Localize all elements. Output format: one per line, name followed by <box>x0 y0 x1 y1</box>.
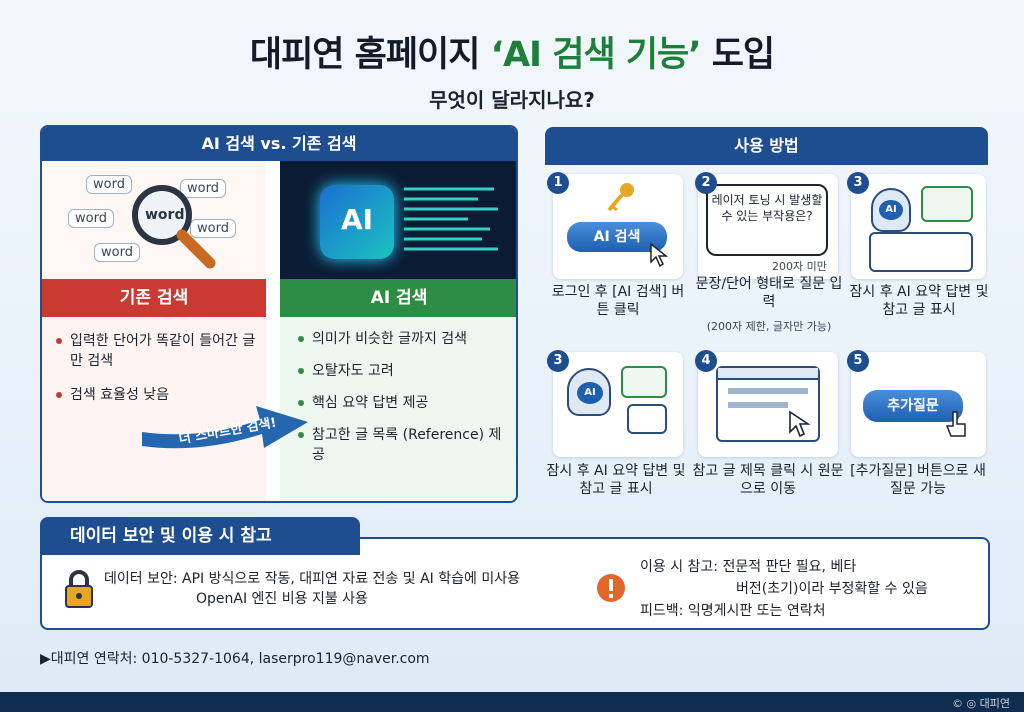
title-highlight: ‘AI 검색 기능’ <box>490 35 702 75</box>
browser-window-icon <box>716 366 820 442</box>
chat-bubble-icon <box>621 366 667 398</box>
comparison-header: AI 검색 vs. 기존 검색 <box>42 127 516 161</box>
list-item: 검색 효율성 낮음 <box>56 385 256 405</box>
cursor-icon <box>789 410 811 438</box>
old-search-list: 입력한 단어가 똑같이 들어간 글만 검색 검색 효율성 낮음 <box>56 331 256 419</box>
follow-up-button[interactable]: 추가질문 <box>863 390 963 422</box>
bottom-bar <box>0 692 1024 712</box>
page-title: 대피연 홈페이지 ‘AI 검색 기능’ 도입 <box>0 26 1024 77</box>
old-search-illustration: word word word word word word <box>42 161 266 279</box>
step-number: 3 <box>847 172 869 194</box>
ai-head-chip: AI <box>577 382 603 404</box>
ai-head-icon: AI <box>871 188 911 232</box>
usage-note-text-2: 버전(초기)이라 부정확할 수 있음 <box>736 581 928 597</box>
feedback-text: 익명게시판 또는 연락처 <box>687 603 826 619</box>
notice-header: 데이터 보안 및 이용 시 참고 <box>40 517 360 555</box>
word-chip: word <box>180 179 226 198</box>
code-lines-icon <box>404 187 498 251</box>
question-bubble-text: 레이저 토닝 시 발생할 수 있는 부작용은? <box>711 193 823 223</box>
step-caption: 잠시 후 AI 요약 답변 및 참고 글 표시 <box>849 284 989 318</box>
answer-box-icon <box>869 232 973 272</box>
step-card-3: AI <box>851 174 986 279</box>
word-chip-center: word <box>145 207 185 223</box>
key-icon <box>607 183 634 212</box>
ai-chip-icon: AI <box>320 185 394 259</box>
ai-search-title: AI 검색 <box>280 279 516 317</box>
step-card-4 <box>698 352 838 457</box>
security-text-1: API 방식으로 작동, 대피연 자료 전송 및 AI 학습에 미사용 <box>182 571 520 587</box>
warning-icon <box>597 574 625 602</box>
ai-search-button[interactable]: AI 검색 <box>567 222 667 252</box>
step-card-1: AI 검색 <box>553 174 683 279</box>
list-item: 오탈자도 고려 <box>298 361 513 381</box>
security-line-1: 데이터 보안: API 방식으로 작동, 대피연 자료 전송 및 AI 학습에 … <box>104 569 520 589</box>
question-bubble: 레이저 토닝 시 발생할 수 있는 부작용은? <box>706 184 828 256</box>
step-number: 4 <box>695 350 717 372</box>
step-card-2: 레이저 토닝 시 발생할 수 있는 부작용은? 200자 미만 <box>698 174 838 279</box>
feedback-line: 피드백: 익명게시판 또는 연락처 <box>640 601 826 621</box>
char-limit-note: 200자 미만 <box>772 260 827 273</box>
step-caption: 참고 글 제목 클릭 시 원문으로 이동 <box>692 463 844 497</box>
step-number: 1 <box>547 172 569 194</box>
ai-search-list: 의미가 비슷한 글까지 검색 오탈자도 고려 핵심 요약 답변 제공 참고한 글… <box>298 329 513 477</box>
security-label: 데이터 보안: <box>104 571 178 587</box>
smart-search-arrow-icon <box>142 406 308 449</box>
ai-search-illustration: AI <box>280 161 516 279</box>
word-chip: word <box>68 209 114 228</box>
step-caption: 문장/단어 형태로 질문 입력 <box>695 276 843 310</box>
ai-chip-label: AI <box>340 203 374 236</box>
word-chip: word <box>190 219 236 238</box>
ai-head-chip: AI <box>879 200 903 220</box>
list-item: 의미가 비슷한 글까지 검색 <box>298 329 513 349</box>
step-number: 5 <box>847 350 869 372</box>
title-suffix: 도입 <box>700 35 775 75</box>
old-search-title: 기존 검색 <box>42 279 266 317</box>
usage-header: 사용 방법 <box>545 127 988 165</box>
hand-pointer-icon <box>945 411 966 437</box>
answer-box-icon <box>627 404 667 434</box>
comparison-panel: AI 검색 vs. 기존 검색 word word word word word… <box>40 125 518 503</box>
usage-note-line-1: 이용 시 참고: 전문적 판단 필요, 베타 <box>640 557 856 577</box>
step-caption: 로그인 후 [AI 검색] 버튼 클릭 <box>551 284 685 318</box>
step-number: 3 <box>547 350 569 372</box>
step-note: (200자 제한, 글자만 가능) <box>706 320 832 333</box>
title-prefix: 대피연 홈페이지 <box>249 35 491 75</box>
contact-info: ▶대피연 연락처: 010-5327-1064, laserpro119@nav… <box>40 651 430 667</box>
usage-note-label: 이용 시 참고: <box>640 559 719 575</box>
cursor-icon <box>650 242 669 268</box>
step-caption: [추가질문] 버튼으로 새 질문 가능 <box>850 463 986 497</box>
usage-note-text-1: 전문적 판단 필요, 베타 <box>722 559 857 575</box>
copyright: © ◎ 대피연 <box>952 697 1010 710</box>
magnifier-icon <box>132 185 216 269</box>
step-caption: 잠시 후 AI 요약 답변 및 참고 글 표시 <box>546 463 686 497</box>
step-number: 2 <box>695 172 717 194</box>
list-item: 참고한 글 목록 (Reference) 제공 <box>298 425 513 465</box>
word-chip: word <box>94 243 140 262</box>
old-search-column: word word word word word word 기존 검색 입력한 … <box>42 161 266 501</box>
lock-icon <box>65 570 93 608</box>
step-card-3b: AI <box>553 352 683 457</box>
list-item: 입력한 단어가 똑같이 들어간 글만 검색 <box>56 331 256 371</box>
ai-search-column: AI AI 검색 의미가 비슷한 글까지 검색 오탈자도 고려 핵심 요약 답변… <box>280 161 516 501</box>
word-chip: word <box>86 175 132 194</box>
page-subtitle: 무엇이 달라지나요? <box>429 88 595 112</box>
chat-bubble-icon <box>921 186 973 222</box>
security-text-2: OpenAI 엔진 비용 지불 사용 <box>196 591 368 607</box>
list-item: 핵심 요약 답변 제공 <box>298 393 513 413</box>
step-card-5: 추가질문 <box>851 352 986 457</box>
feedback-label: 피드백: <box>640 603 684 619</box>
ai-head-icon: AI <box>567 368 611 416</box>
